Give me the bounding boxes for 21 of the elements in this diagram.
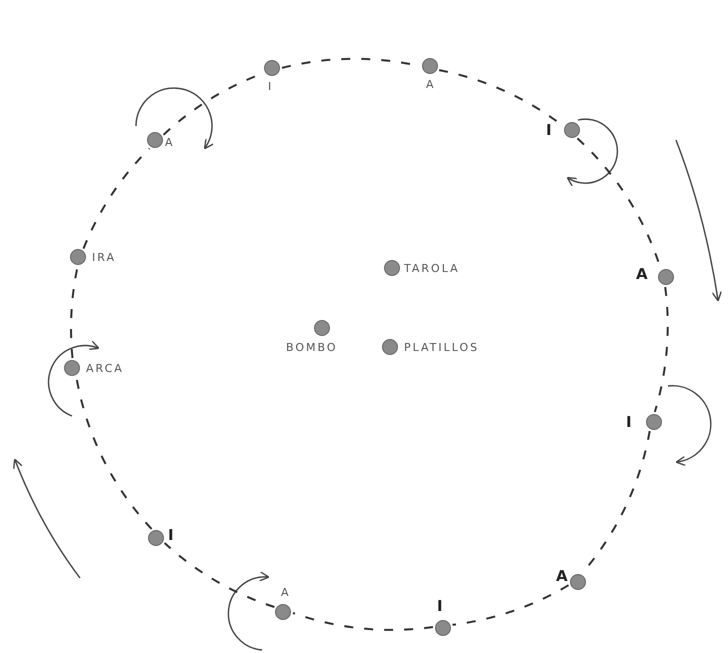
- position-label: IRA: [92, 251, 116, 264]
- position-label: TAROLA: [404, 262, 460, 275]
- position-label: I: [626, 416, 632, 429]
- dashed-path-line: [164, 542, 275, 608]
- position-label: A: [636, 268, 648, 281]
- dashed-path-line: [452, 584, 569, 626]
- position-label: A: [556, 570, 568, 583]
- position-label: A: [281, 586, 291, 599]
- position-label: I: [546, 124, 552, 137]
- position-label: I: [268, 80, 274, 93]
- dashed-path-line: [82, 148, 150, 250]
- position-label: A: [165, 136, 175, 149]
- position-label: PLATILLOS: [404, 341, 480, 354]
- dashed-path-line: [70, 266, 78, 358]
- position-label: BOMBO: [286, 341, 338, 354]
- position-label: I: [437, 600, 443, 613]
- dashed-path-line: [654, 286, 669, 412]
- position-label: A: [426, 78, 436, 91]
- dashed-path-line: [292, 612, 434, 631]
- position-label: I: [168, 529, 174, 542]
- position-label: ARCA: [86, 362, 124, 375]
